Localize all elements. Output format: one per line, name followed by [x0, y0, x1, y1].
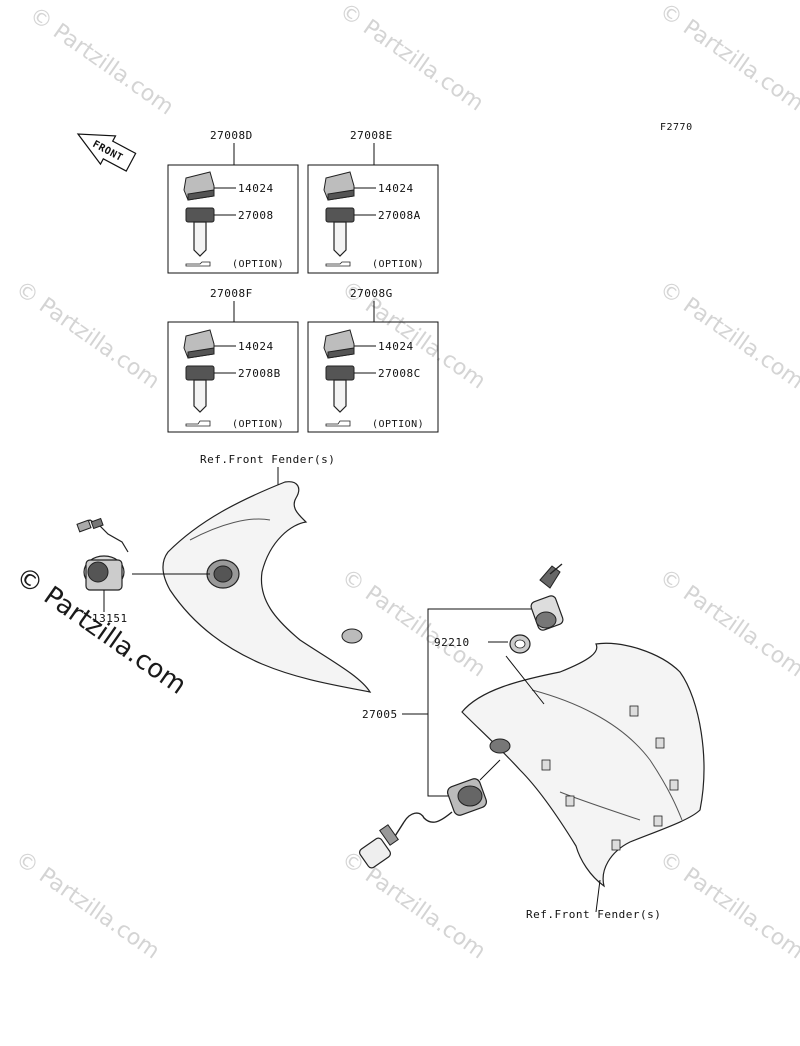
ignition-switch-assembly: 27005 92210 — [359, 563, 564, 869]
cover-part-number: 14024 — [378, 182, 414, 195]
kit-number: 27008G — [350, 287, 393, 300]
figure-code: F2770 — [660, 122, 693, 133]
front-fender-lower: Ref.Front Fender(s) — [461, 642, 705, 921]
kit-number: 27008F — [210, 287, 253, 300]
key-blank-icon — [325, 261, 351, 267]
watermark: © Partzilla.com — [655, 564, 800, 682]
option-label: (OPTION) — [232, 259, 284, 270]
switch-assy-part-number: 27005 — [362, 708, 398, 721]
key-part-number: 27008 — [238, 209, 274, 222]
watermark: © Partzilla.com — [337, 846, 490, 964]
key-part-number: 27008B — [238, 367, 281, 380]
cover-part-number: 14024 — [238, 340, 274, 353]
cover-part-number: 14024 — [238, 182, 274, 195]
key-icon — [325, 365, 355, 413]
key-blank-icon — [185, 261, 211, 267]
option-label: (OPTION) — [372, 259, 424, 270]
ref-front-fender-label: Ref.Front Fender(s) — [526, 908, 661, 921]
key-part-number: 27008A — [378, 209, 421, 222]
key-icon — [185, 207, 215, 257]
watermark: © Partzilla.com — [11, 276, 164, 394]
watermark: © Partzilla.com — [655, 0, 800, 116]
watermark: © Partzilla.com — [655, 846, 800, 964]
watermark: © Partzilla.com — [335, 0, 488, 116]
kit-box-27008G: 27008G 14024 27008C (OPTION) — [307, 287, 439, 433]
watermark: © Partzilla.com — [11, 846, 164, 964]
kit-box-27008E: 27008E 14024 27008A (OPTION) — [307, 129, 439, 274]
front-fender-upper: Ref.Front Fender(s) — [162, 453, 372, 693]
kit-box-27008D: 27008D 14024 27008 (OPTION) — [167, 129, 299, 274]
watermark: © Partzilla.com — [25, 2, 178, 120]
kit-number: 27008D — [210, 129, 253, 142]
key-part-number: 27008C — [378, 367, 421, 380]
watermark: © Partzilla.com — [655, 276, 800, 394]
option-label: (OPTION) — [232, 419, 284, 430]
kit-box-27008F: 27008F 14024 27008B (OPTION) — [167, 287, 299, 433]
key-icon — [325, 207, 355, 257]
cover-part-number: 14024 — [378, 340, 414, 353]
socket-part-number: 13151 — [92, 612, 128, 625]
watermark: © Partzilla.com — [337, 564, 490, 682]
front-arrow: FRONT — [76, 133, 137, 172]
accessory-socket: 13151 — [76, 517, 210, 625]
key-icon — [185, 365, 215, 413]
ref-front-fender-label: Ref.Front Fender(s) — [200, 453, 335, 466]
washer-part-number: 92210 — [434, 636, 470, 649]
key-blank-icon — [185, 420, 211, 427]
option-label: (OPTION) — [372, 419, 424, 430]
kit-number: 27008E — [350, 129, 393, 142]
key-blank-icon — [325, 420, 351, 427]
